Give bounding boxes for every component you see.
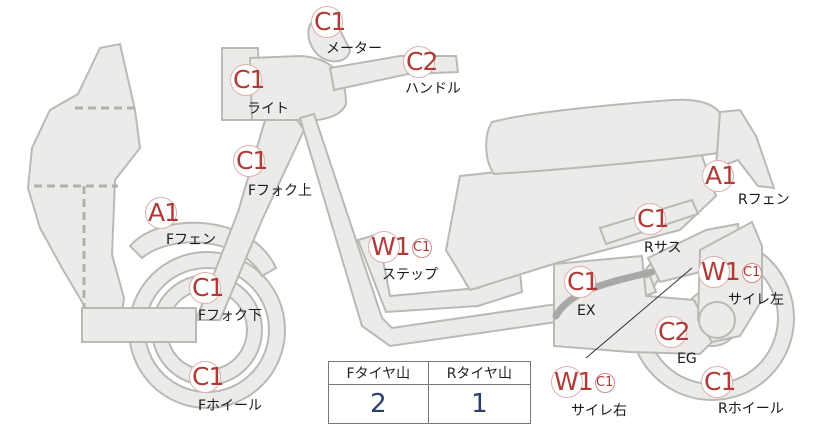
f-fork-lower-grade-badge: C1 [189, 272, 224, 304]
r-fender-label: Rフェン [738, 192, 790, 208]
silencer-right-label: サイレ右 [571, 403, 627, 419]
front-lower-panel-shape [81, 307, 197, 343]
body-shape [444, 148, 718, 292]
f-fender-grade-badge: A1 [145, 197, 180, 229]
engine-grade-badge: C2 [655, 316, 690, 348]
rear-tread-header: Rタイヤ山 [427, 361, 532, 385]
f-fork-upper-label: Fフォク上 [248, 183, 313, 199]
f-fork-upper-grade-badge: C1 [233, 145, 268, 177]
f-wheel-grade-badge: C1 [189, 361, 224, 393]
f-wheel-label: Fホイール [198, 398, 263, 414]
tire-tread-table: Fタイヤ山 Rタイヤ山 2 1 [328, 361, 532, 424]
meter-grade-badge: C1 [311, 6, 346, 38]
rear-tread-value: 1 [427, 384, 532, 424]
r-suspension-label: Rサス [644, 240, 682, 256]
handle-grade-badge: C2 [403, 46, 438, 78]
silencer-left-label: サイレ左 [728, 292, 784, 308]
step-label: ステップ [382, 267, 438, 283]
exhaust-label: EX [577, 303, 596, 319]
f-fender-label: Fフェン [166, 232, 217, 248]
front-tread-header: Fタイヤ山 [328, 361, 429, 385]
r-wheel-label: Rホイール [718, 401, 784, 417]
exhaust-grade-badge: C1 [564, 266, 599, 298]
light-grade-badge: C1 [230, 64, 265, 96]
r-wheel-grade-badge: C1 [701, 366, 736, 398]
handle-label: ハンドル [405, 81, 461, 97]
front-tread-value: 2 [328, 384, 429, 424]
front-wheel-shape [128, 251, 286, 409]
f-fork-lower-label: Fフォク下 [198, 308, 263, 324]
r-fender-grade-badge: A1 [702, 160, 737, 192]
meter-label: メーター [326, 41, 382, 57]
r-suspension-grade-badge: C1 [634, 203, 669, 235]
engine-label: EG [677, 351, 697, 367]
light-label: ライト [247, 101, 289, 117]
